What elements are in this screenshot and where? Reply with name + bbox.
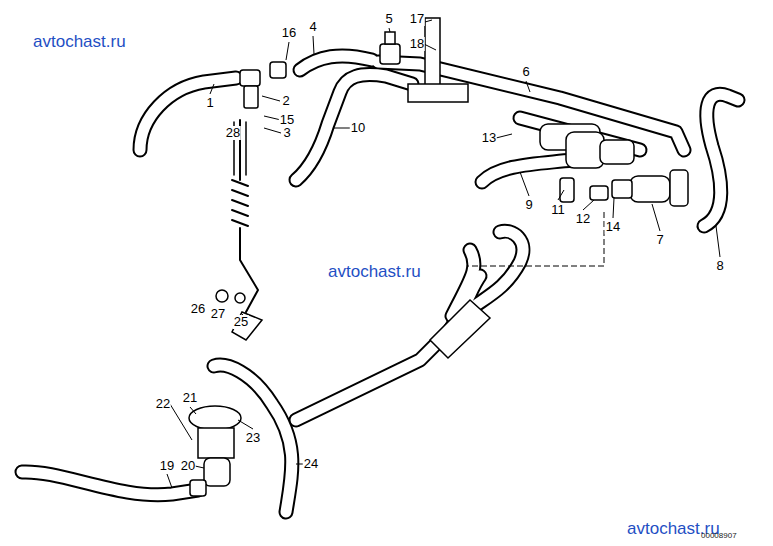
callout-number: 2: [281, 94, 290, 108]
callout-number: 28: [225, 126, 241, 140]
callout-number: 22: [155, 397, 171, 411]
callout-number: 5: [384, 12, 393, 26]
callout-number: 24: [303, 457, 319, 471]
callout-number: 27: [210, 307, 226, 321]
callout-number: 25: [233, 315, 249, 329]
callout-number: 3: [282, 126, 291, 140]
callout-number: 1: [205, 96, 214, 110]
callout-number: 19: [159, 459, 175, 473]
callout-number: 26: [190, 302, 206, 316]
callout-number: 4: [308, 20, 317, 34]
callout-number: 7: [655, 233, 664, 247]
callout-number: 15: [279, 113, 295, 127]
callout-number: 8: [715, 259, 724, 273]
callout-number: 23: [245, 431, 261, 445]
callout-number: 10: [350, 121, 366, 135]
callout-number: 17: [409, 12, 425, 26]
callout-number: 11: [550, 203, 566, 217]
watermark: avtochast.ru: [32, 32, 127, 51]
watermark: avtochast.ru: [327, 262, 422, 281]
callout-number: 12: [575, 212, 591, 226]
callout-number: 6: [521, 65, 530, 79]
callout-number: 9: [524, 198, 533, 212]
callout-number: 18: [409, 37, 425, 51]
callout-number: 21: [182, 391, 198, 405]
callout-number: 20: [180, 459, 196, 473]
drawing-code: 00008907: [700, 531, 738, 540]
callout-number: 16: [281, 26, 297, 40]
callout-number: 13: [481, 131, 497, 145]
callout-number: 14: [605, 220, 621, 234]
